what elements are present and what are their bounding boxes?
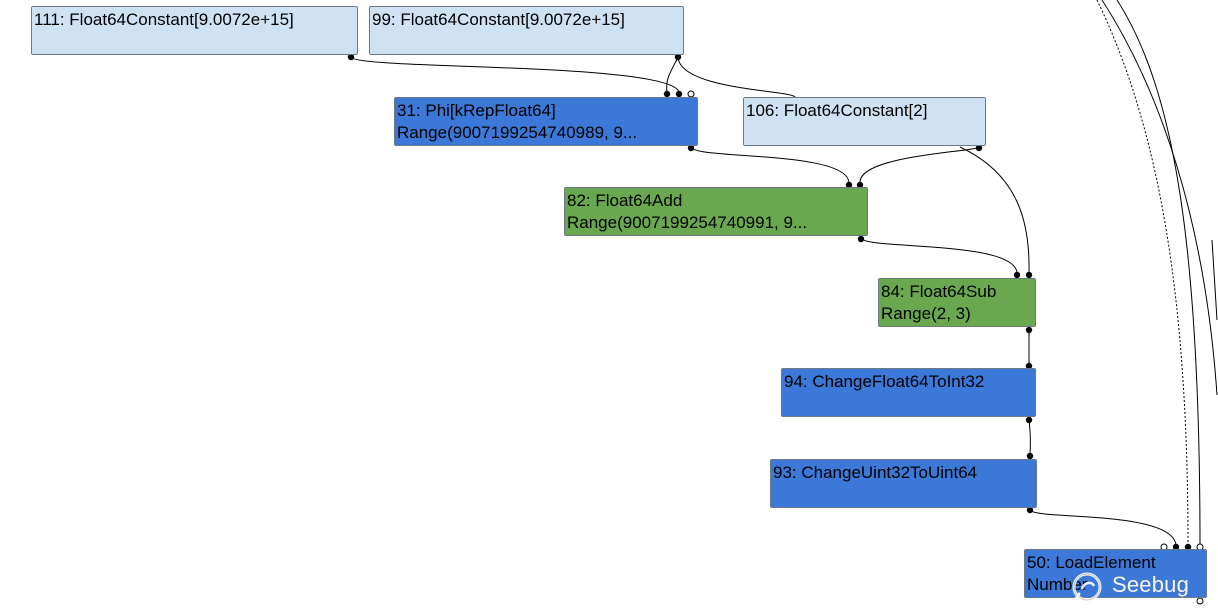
edge-106-84: [959, 146, 1030, 274]
port-in-82-a[interactable]: [845, 181, 853, 189]
port-out-82[interactable]: [857, 235, 865, 243]
port-out-31[interactable]: [687, 144, 695, 152]
node-111-float64constant[interactable]: 111: Float64Constant[9.0072e+15]: [31, 6, 358, 55]
port-in-50-b[interactable]: [1172, 543, 1180, 551]
node-label: 94: ChangeFloat64ToInt32: [784, 372, 985, 391]
node-label: 99: Float64Constant[9.0072e+15]: [372, 10, 625, 29]
node-range: Range(2, 3): [881, 304, 971, 323]
node-94-changefloat64toint32[interactable]: 94: ChangeFloat64ToInt32: [781, 368, 1036, 417]
node-99-float64constant[interactable]: 99: Float64Constant[9.0072e+15]: [369, 6, 684, 55]
node-label: 93: ChangeUint32ToUint64: [773, 463, 978, 482]
port-in-84-a[interactable]: [1013, 271, 1021, 279]
port-out-93[interactable]: [1026, 506, 1034, 514]
node-type: Number: [1027, 575, 1088, 594]
node-93-changeuint32touint64[interactable]: 93: ChangeUint32ToUint64: [770, 459, 1037, 508]
port-in-31-b[interactable]: [675, 90, 683, 98]
edge-left-partial: [1211, 239, 1218, 321]
watermark-text: Seebug: [1112, 572, 1190, 597]
node-label: 106: Float64Constant[2]: [746, 101, 928, 120]
port-out-111[interactable]: [347, 53, 355, 61]
node-label: 82: Float64Add: [567, 191, 683, 210]
node-106-float64constant[interactable]: 106: Float64Constant[2]: [743, 97, 986, 146]
port-out-99[interactable]: [674, 53, 682, 61]
port-in-82-b[interactable]: [856, 181, 864, 189]
edge-111-31: [350, 56, 680, 93]
edge-106-82: [859, 146, 980, 184]
port-in-50-c[interactable]: [1184, 543, 1192, 551]
node-82-float64add[interactable]: 82: Float64Add Range(9007199254740991, 9…: [564, 187, 868, 236]
port-out-106[interactable]: [975, 144, 983, 152]
node-label: 31: Phi[kRepFloat64]: [397, 101, 556, 120]
node-label: 50: LoadElement: [1027, 553, 1156, 572]
edge-99-106: [677, 56, 796, 98]
edge-82-84: [860, 237, 1018, 274]
port-in-94[interactable]: [1025, 362, 1033, 370]
edge-94-93: [1028, 418, 1031, 456]
edge-offscreen-2: [1116, 0, 1201, 546]
seebug-logo-icon: [1072, 572, 1102, 604]
edge-99-31: [666, 56, 679, 93]
node-range: Range(9007199254740989, 9...: [397, 123, 638, 142]
port-out-84[interactable]: [1025, 326, 1033, 334]
port-in-31-a[interactable]: [663, 90, 671, 98]
port-in-84-b[interactable]: [1025, 271, 1033, 279]
port-out-50[interactable]: [1196, 597, 1204, 605]
node-31-phi[interactable]: 31: Phi[kRepFloat64] Range(9007199254740…: [394, 97, 698, 146]
node-84-float64sub[interactable]: 84: Float64Sub Range(2, 3): [878, 278, 1036, 327]
edge-offscreen-1: [1101, 0, 1218, 396]
edge-31-82: [690, 146, 850, 184]
port-in-93[interactable]: [1026, 452, 1034, 460]
edge-93-50: [1029, 509, 1177, 546]
edge-offscreen-dotted: [1096, 0, 1189, 546]
node-range: Range(9007199254740991, 9...: [567, 213, 808, 232]
node-50-loadelement[interactable]: 50: LoadElement Number: [1024, 549, 1207, 598]
node-label: 111: Float64Constant[9.0072e+15]: [34, 10, 294, 29]
node-label: 84: Float64Sub: [881, 282, 997, 301]
port-out-94[interactable]: [1025, 416, 1033, 424]
seebug-watermark: Seebug: [1070, 566, 1200, 606]
